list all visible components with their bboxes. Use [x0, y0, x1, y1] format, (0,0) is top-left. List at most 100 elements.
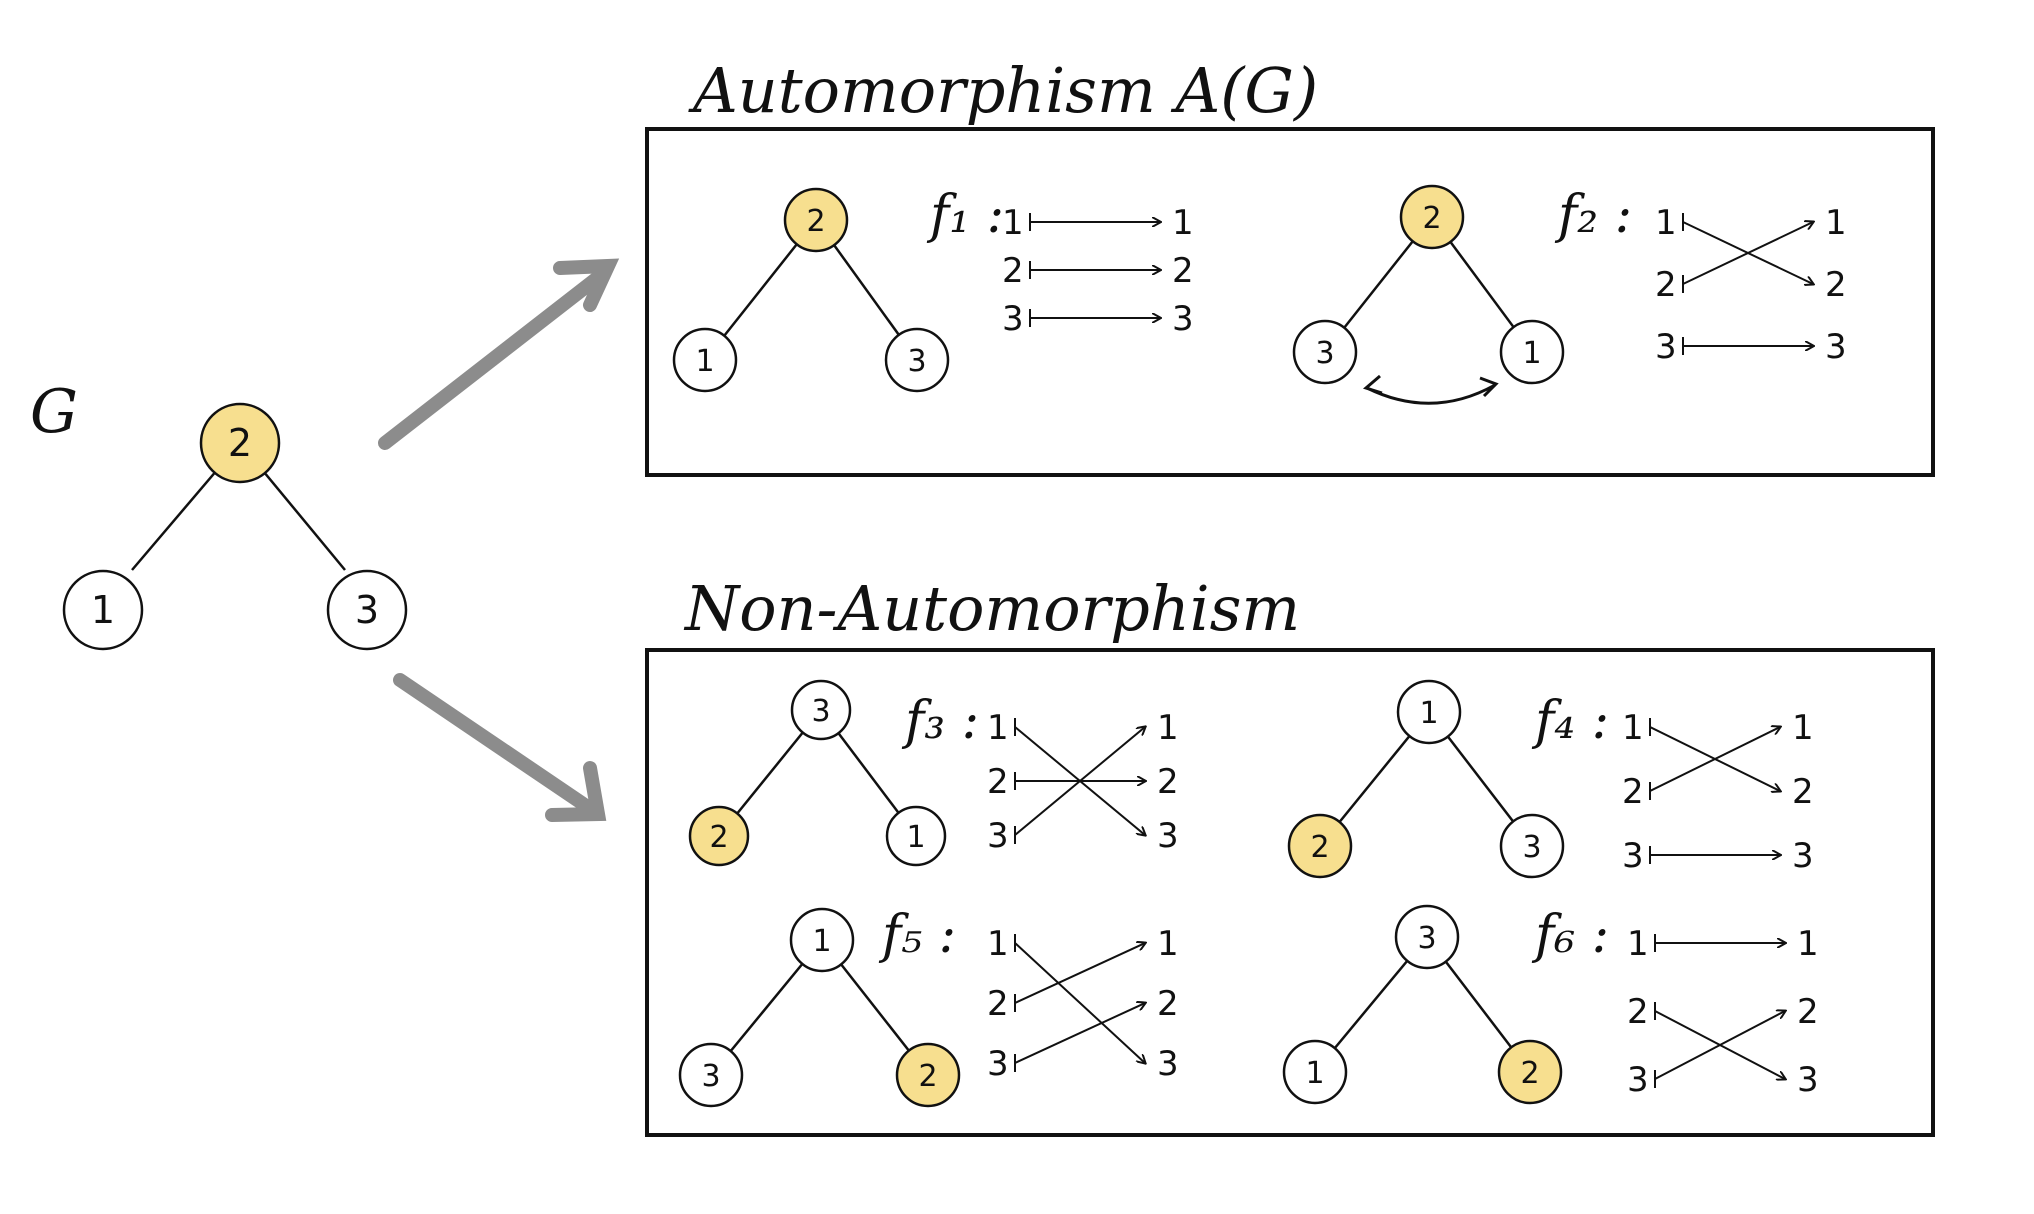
node-right: [884, 327, 950, 393]
map-source: 2: [987, 984, 1009, 1024]
map-source: 1: [1655, 203, 1677, 243]
source-node-top: [199, 402, 281, 484]
source-graph: 2 1 3: [62, 402, 408, 651]
map-source: 3: [1622, 836, 1644, 876]
map-target: 3: [1157, 816, 1179, 856]
map-target: 2: [1157, 762, 1179, 802]
map-arrow: [1014, 943, 1145, 1004]
map-source: 2: [1655, 265, 1677, 305]
map-source: 2: [1622, 772, 1644, 812]
node-top-label: 1: [1419, 696, 1438, 731]
source-node-left-label: 1: [91, 588, 115, 632]
map-target: 3: [1157, 1044, 1179, 1084]
map-target: 3: [1825, 327, 1847, 367]
node-right: [895, 1042, 961, 1108]
node-left: [1287, 813, 1353, 879]
node-left: [1292, 319, 1358, 385]
map-target: 3: [1792, 836, 1814, 876]
map-source: 1: [987, 924, 1009, 964]
map-target: 1: [1157, 924, 1179, 964]
map-target: 1: [1797, 924, 1819, 964]
map-arrow: [1654, 1011, 1785, 1080]
map-target: 2: [1172, 251, 1194, 291]
map-target: 3: [1797, 1060, 1819, 1100]
node-right: [1499, 813, 1565, 879]
source-node-right: [326, 569, 408, 651]
big-arrow-up: [378, 258, 620, 450]
function-name: f₂ :: [1554, 185, 1632, 245]
node-right-label: 3: [907, 344, 926, 379]
map-target: 1: [1157, 708, 1179, 748]
map-source: 3: [1655, 327, 1677, 367]
map-source: 2: [1002, 251, 1024, 291]
node-top-label: 3: [1417, 921, 1436, 956]
function-name: f₁ :: [926, 185, 1004, 245]
map-arrow: [1014, 727, 1145, 836]
node-top-label: 2: [806, 204, 825, 239]
node-left-label: 3: [1315, 336, 1334, 371]
source-node-right-label: 3: [355, 588, 379, 632]
node-top-label: 2: [1422, 201, 1441, 236]
mapping-panel-5: 1 3 2 f₅ : 1 2 3 1 2 3: [678, 905, 1179, 1108]
source-node-left: [62, 569, 144, 651]
node-right-label: 1: [906, 820, 925, 855]
map-target: 2: [1825, 265, 1847, 305]
mapping-panel-6: 3 1 2 f₆ : 1 2 3 1 2 3: [1282, 904, 1819, 1105]
node-left-label: 1: [1305, 1056, 1324, 1091]
node-top: [783, 187, 849, 253]
map-target: 2: [1792, 772, 1814, 812]
node-left-label: 1: [695, 344, 714, 379]
node-top-label: 1: [812, 924, 831, 959]
node-right: [1497, 1039, 1563, 1105]
node-top: [790, 679, 852, 741]
map-source: 1: [1002, 203, 1024, 243]
node-left-label: 2: [709, 820, 728, 855]
node-right: [885, 805, 947, 867]
node-left: [672, 327, 738, 393]
source-node-top-label: 2: [228, 421, 252, 465]
map-target: 1: [1172, 203, 1194, 243]
map-target: 2: [1797, 992, 1819, 1032]
map-target: 2: [1157, 984, 1179, 1024]
node-right-label: 2: [1520, 1056, 1539, 1091]
big-arrow-down: [393, 673, 607, 822]
map-target: 3: [1172, 299, 1194, 339]
function-name: f₆ :: [1531, 905, 1609, 965]
function-name: f₄ :: [1531, 691, 1609, 751]
automorphism-box: [645, 127, 1935, 477]
node-right-label: 3: [1522, 830, 1541, 865]
map-source: 1: [987, 708, 1009, 748]
map-source: 2: [1627, 992, 1649, 1032]
map-target: 1: [1792, 708, 1814, 748]
map-arrow: [1014, 1003, 1145, 1064]
graph-label: G: [30, 377, 78, 447]
node-left: [688, 805, 750, 867]
node-right-label: 2: [918, 1059, 937, 1094]
node-top: [1396, 679, 1462, 745]
node-right: [1499, 319, 1565, 385]
node-top: [1394, 904, 1460, 970]
node-left-label: 3: [701, 1059, 720, 1094]
map-source: 3: [987, 1044, 1009, 1084]
map-arrow: [1649, 727, 1780, 792]
map-source: 1: [1622, 708, 1644, 748]
map-source: 3: [1002, 299, 1024, 339]
node-right-label: 1: [1522, 336, 1541, 371]
node-left: [678, 1042, 744, 1108]
function-name: f₃ :: [901, 691, 979, 751]
map-arrow: [1014, 942, 1145, 1063]
node-top: [789, 907, 855, 973]
node-top-label: 3: [811, 694, 830, 729]
map-arrow: [1682, 222, 1813, 285]
map-source: 1: [1627, 924, 1649, 964]
map-source: 2: [987, 762, 1009, 802]
map-source: 3: [1627, 1060, 1649, 1100]
map-source: 3: [987, 816, 1009, 856]
function-name: f₅ :: [878, 905, 956, 965]
swap-arc: [1362, 374, 1499, 405]
